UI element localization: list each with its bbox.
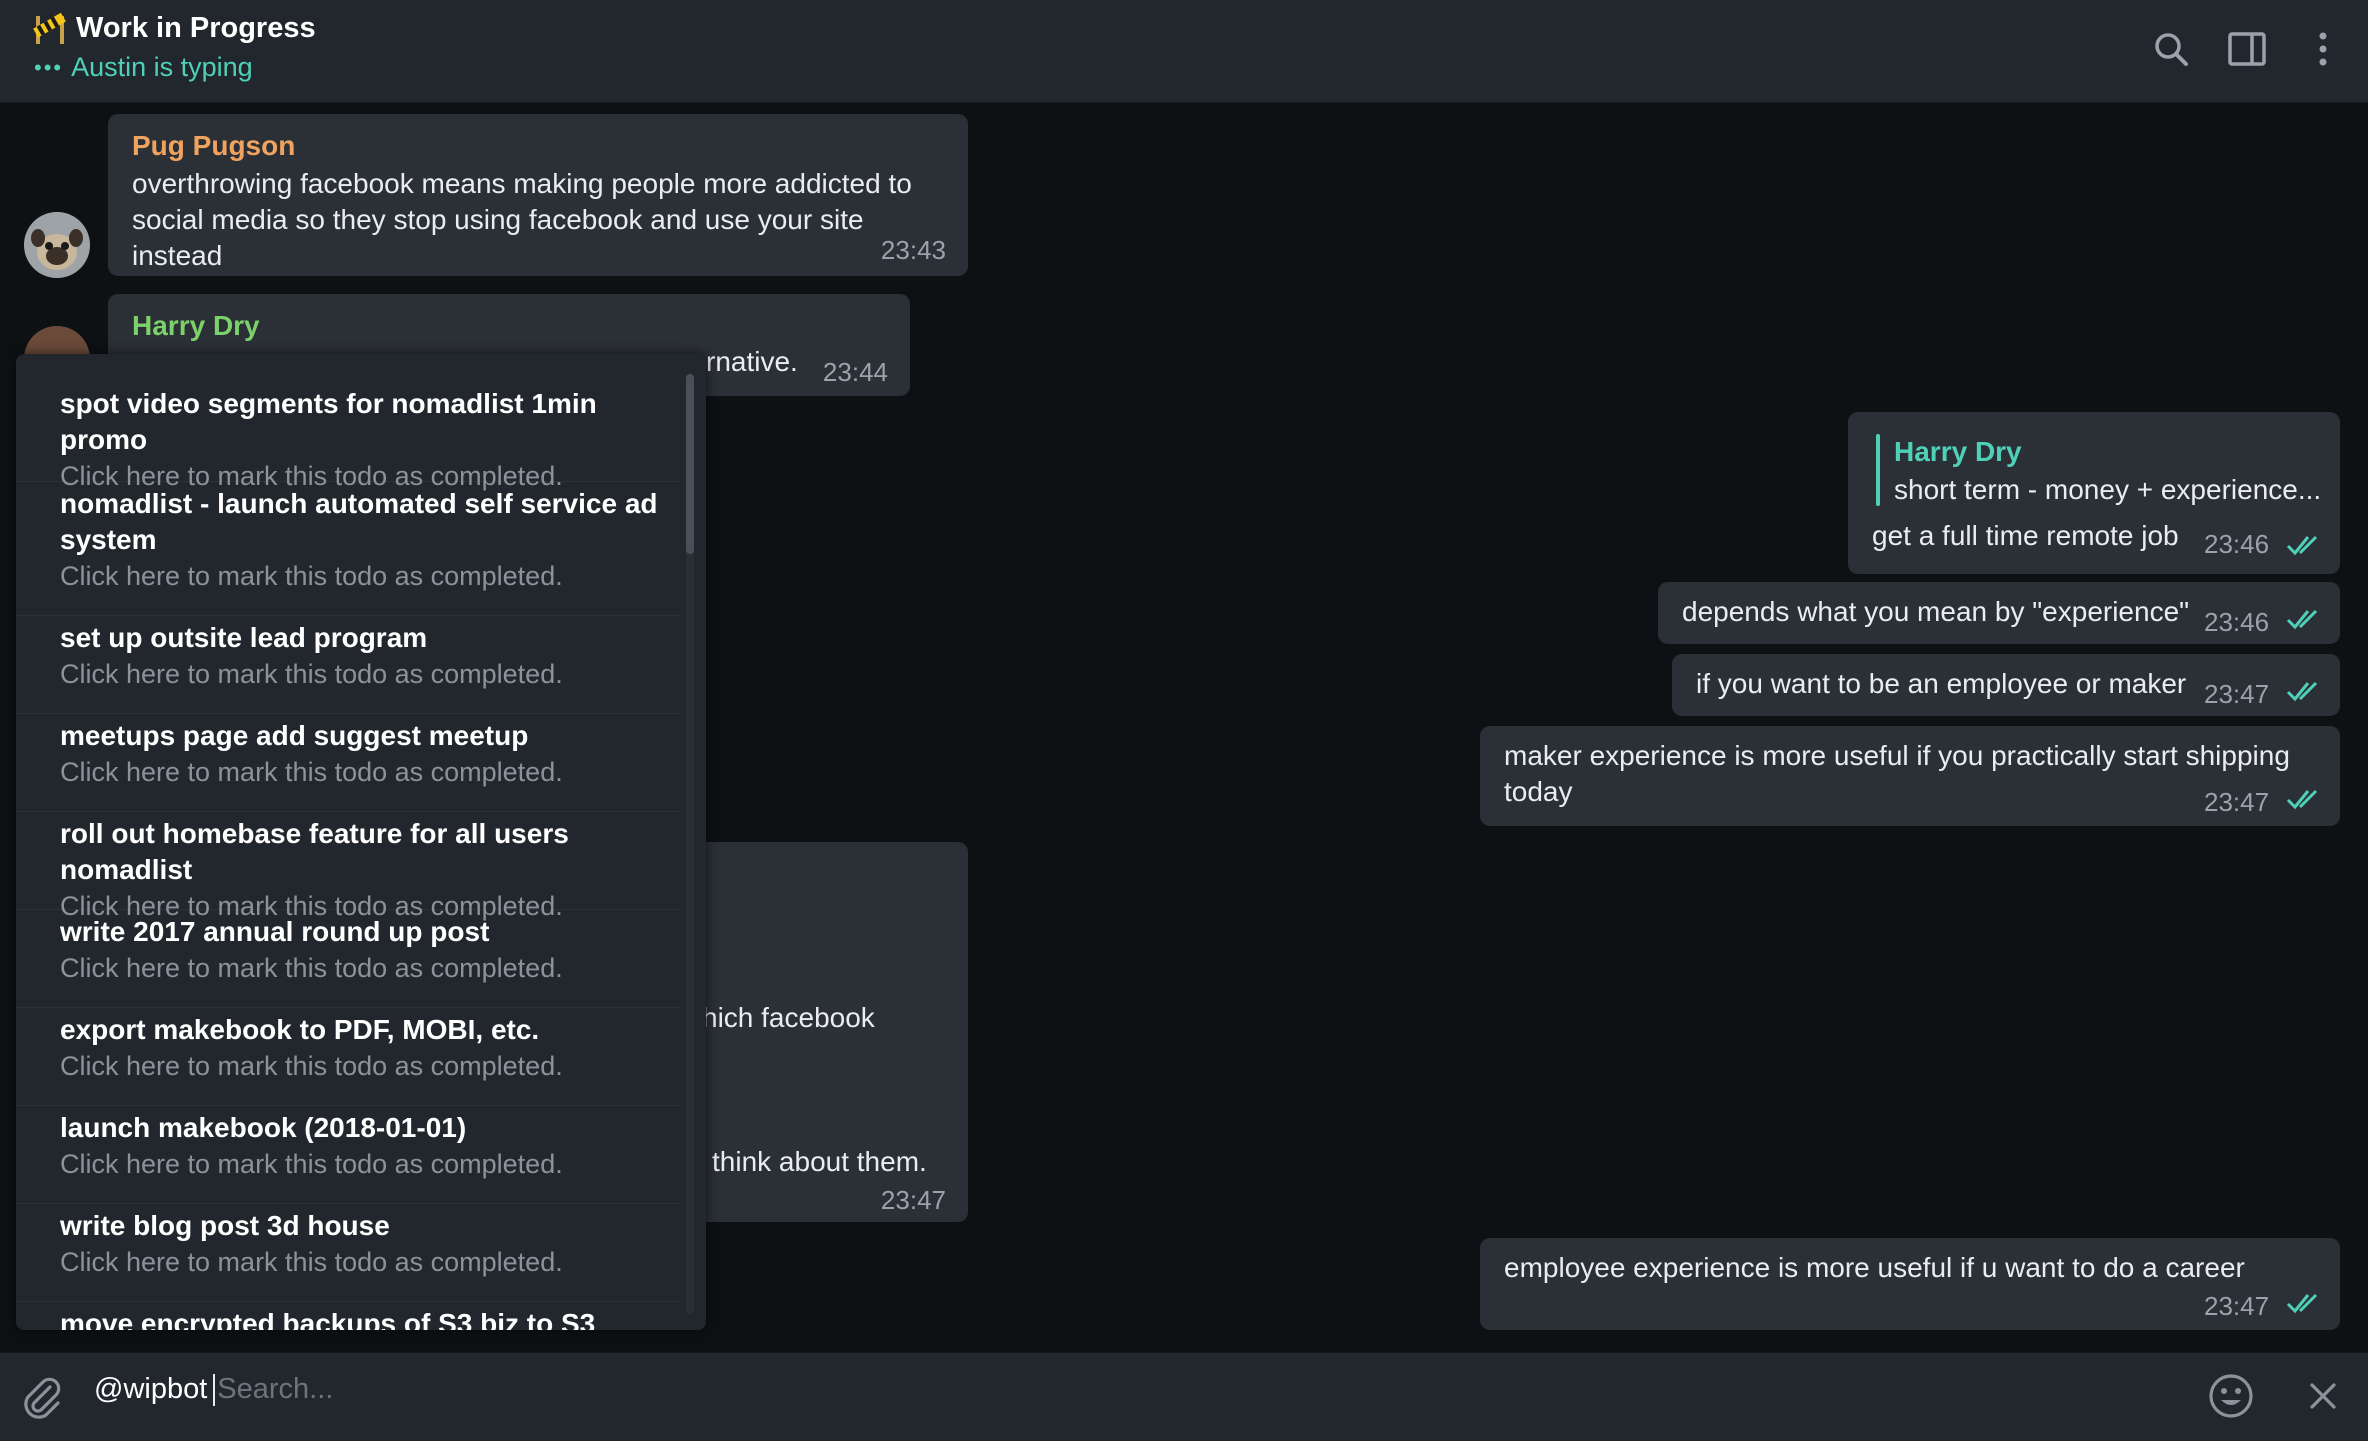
todo-title: meetups page add suggest meetup bbox=[60, 720, 529, 751]
todo-item[interactable]: set up outsite lead program Click here t… bbox=[16, 616, 680, 714]
avatar-pug-pugson[interactable] bbox=[24, 212, 90, 278]
message-time: 23:43 bbox=[880, 235, 946, 265]
scrollbar-thumb[interactable] bbox=[686, 374, 694, 554]
message-bubble-own[interactable]: depends what you mean by "experience" 23… bbox=[1658, 582, 2340, 644]
sidebar-icon bbox=[2228, 32, 2266, 66]
message-text: rnative. bbox=[706, 346, 798, 377]
typing-status: ••• Austin is typing bbox=[34, 52, 253, 83]
message-text: overthrowing facebook means making peopl… bbox=[132, 168, 912, 271]
message-bubble-own[interactable]: employee experience is more useful if u … bbox=[1480, 1238, 2340, 1330]
chat-title[interactable]: Work in Progress bbox=[32, 10, 316, 46]
attach-button[interactable] bbox=[16, 1371, 68, 1423]
message-sender[interactable]: Harry Dry bbox=[132, 310, 260, 341]
todo-item[interactable]: meetups page add suggest meetup Click he… bbox=[16, 714, 680, 812]
bot-command: @wipbot bbox=[94, 1373, 208, 1405]
message-time: 23:47 bbox=[880, 1185, 946, 1215]
double-check-icon bbox=[2286, 1293, 2318, 1314]
message-text: if you want to be an employee or maker bbox=[1696, 668, 2187, 699]
more-vertical-icon bbox=[2319, 32, 2327, 66]
todo-title: write 2017 annual round up post bbox=[60, 916, 490, 947]
double-check-icon bbox=[2286, 609, 2318, 630]
todo-subtitle: Click here to mark this todo as complete… bbox=[60, 461, 563, 491]
paperclip-icon bbox=[24, 1377, 61, 1419]
todo-title: write blog post 3d house bbox=[60, 1210, 390, 1241]
message-text: employee experience is more useful if u … bbox=[1504, 1252, 2245, 1283]
message-bubble-own[interactable]: maker experience is more useful if you p… bbox=[1480, 726, 2340, 826]
typing-dots: ••• bbox=[34, 54, 64, 80]
todo-item[interactable]: nomadlist - launch automated self servic… bbox=[16, 482, 680, 616]
message-time: 23:46 bbox=[2204, 529, 2270, 559]
message-text: hich facebook bbox=[702, 1002, 875, 1033]
message-sender[interactable]: Pug Pugson bbox=[132, 130, 296, 161]
todo-subtitle: Click here to mark this todo as complete… bbox=[60, 659, 563, 689]
message-time: 23:47 bbox=[2204, 787, 2270, 817]
todo-subtitle: Click here to mark this todo as complete… bbox=[60, 1051, 563, 1081]
close-icon bbox=[2310, 1383, 2336, 1409]
todo-subtitle: Click here to mark this todo as complete… bbox=[60, 757, 563, 787]
todo-subtitle: Click here to mark this todo as complete… bbox=[60, 1149, 563, 1179]
toggle-sidebar-button[interactable] bbox=[2222, 24, 2272, 74]
todo-title: spot video segments for nomadlist 1min p… bbox=[60, 388, 597, 455]
todo-item[interactable]: roll out homebase feature for all users … bbox=[16, 812, 680, 921]
todo-item[interactable]: spot video segments for nomadlist 1min p… bbox=[16, 386, 680, 491]
todo-subtitle: Click here to mark this todo as complete… bbox=[60, 891, 563, 921]
todo-title: nomadlist - launch automated self servic… bbox=[60, 488, 658, 555]
search-button[interactable] bbox=[2146, 24, 2196, 74]
message-time: 23:47 bbox=[2204, 679, 2270, 709]
double-check-icon bbox=[2286, 535, 2318, 556]
todo-item[interactable]: launch makebook (2018-01-01) Click here … bbox=[16, 1106, 680, 1204]
message-text: maker experience is more useful if you p… bbox=[1504, 740, 2290, 807]
todo-subtitle: Click here to mark this todo as complete… bbox=[60, 561, 563, 591]
reply-sender: Harry Dry bbox=[1894, 436, 2022, 467]
search-icon bbox=[2155, 33, 2188, 66]
results-scrollbar[interactable] bbox=[686, 374, 694, 1314]
typing-status-text: Austin is typing bbox=[71, 52, 253, 82]
todo-item[interactable]: write 2017 annual round up post Click he… bbox=[16, 910, 680, 1008]
text-caret bbox=[213, 1373, 216, 1406]
todo-subtitle: Click here to mark this todo as complete… bbox=[60, 953, 563, 983]
message-text: depends what you mean by "experience" bbox=[1682, 596, 2190, 627]
message-time: 23:47 bbox=[2204, 1291, 2270, 1321]
todo-item[interactable]: export makebook to PDF, MOBI, etc. Click… bbox=[16, 1008, 680, 1106]
todo-title: launch makebook (2018-01-01) bbox=[60, 1112, 467, 1143]
double-check-icon bbox=[2286, 681, 2318, 702]
message-bubble-own[interactable]: if you want to be an employee or maker 2… bbox=[1672, 654, 2340, 716]
message-time: 23:46 bbox=[2204, 607, 2270, 637]
reply-text: short term - money + experience... bbox=[1894, 474, 2322, 505]
chat-title-text: Work in Progress bbox=[76, 11, 316, 44]
construction-icon bbox=[33, 12, 66, 44]
todo-item[interactable]: move encrypted backups of S3 biz to S3 p… bbox=[16, 1302, 680, 1330]
message-text: get a full time remote job bbox=[1872, 520, 2179, 551]
inline-results-panel: spot video segments for nomadlist 1min p… bbox=[16, 354, 706, 1330]
message-composer: @wipbot Search... bbox=[0, 1352, 2368, 1441]
todo-title: set up outsite lead program bbox=[60, 622, 428, 653]
todo-title: export makebook to PDF, MOBI, etc. bbox=[60, 1014, 540, 1045]
cancel-inline-button[interactable] bbox=[2300, 1373, 2346, 1419]
input-placeholder: Search... bbox=[217, 1373, 334, 1405]
emoji-icon bbox=[2209, 1374, 2253, 1418]
reply-indicator bbox=[1876, 434, 1880, 506]
todo-title: move encrypted backups of S3 biz to S3 p… bbox=[60, 1308, 596, 1330]
message-time: 23:44 bbox=[822, 357, 888, 387]
todo-item[interactable]: write blog post 3d house Click here to m… bbox=[16, 1204, 680, 1302]
todo-subtitle: Click here to mark this todo as complete… bbox=[60, 1247, 563, 1277]
reply-preview[interactable]: Harry Dry short term - money + experienc… bbox=[1894, 434, 2321, 508]
message-bubble-own[interactable]: Harry Dry short term - money + experienc… bbox=[1848, 412, 2340, 574]
message-input[interactable]: @wipbot Search... bbox=[94, 1373, 333, 1406]
more-menu-button[interactable] bbox=[2298, 24, 2348, 74]
emoji-button[interactable] bbox=[2204, 1369, 2258, 1423]
message-bubble[interactable]: Pug Pugson overthrowing facebook means m… bbox=[108, 114, 968, 276]
chat-header: Work in Progress ••• Austin is typing bbox=[0, 0, 2368, 103]
message-text: think about them. bbox=[712, 1146, 927, 1177]
todo-title: roll out homebase feature for all users … bbox=[60, 818, 569, 885]
pug-avatar-icon bbox=[24, 212, 90, 278]
double-check-icon bbox=[2286, 789, 2318, 810]
